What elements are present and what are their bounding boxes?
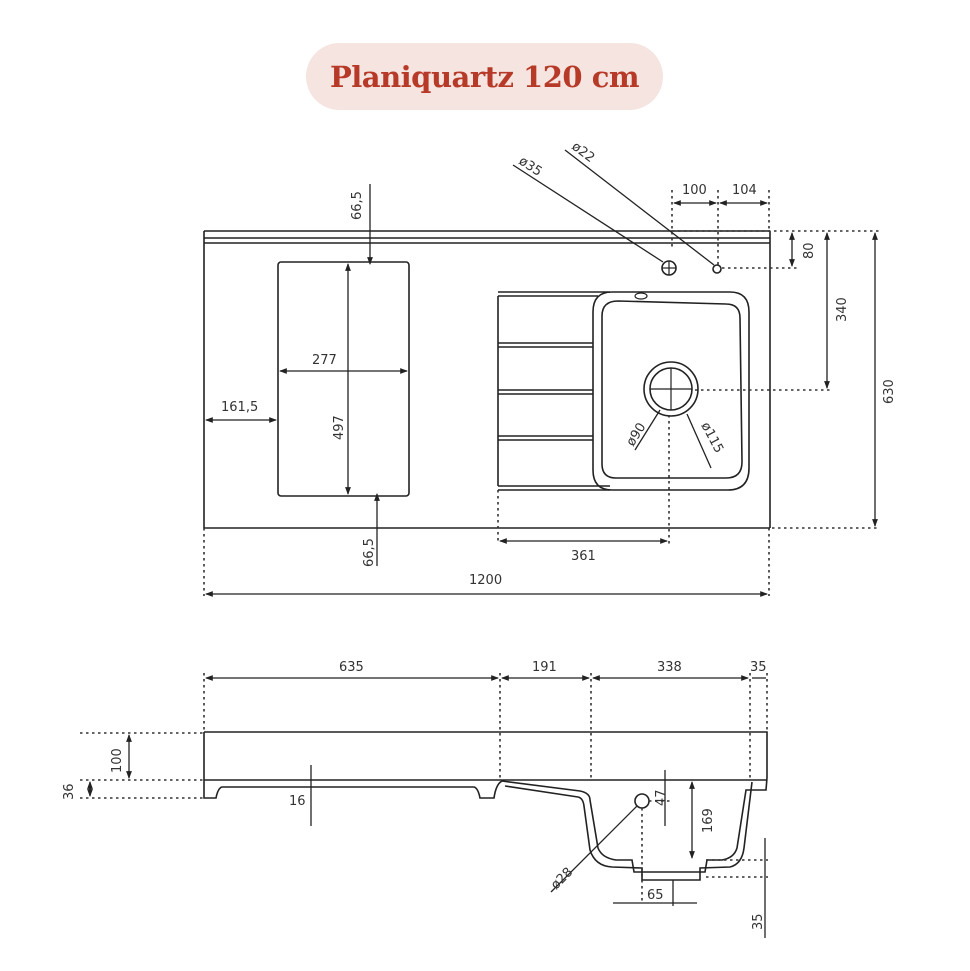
dim-drain-from-back: 340 — [835, 297, 850, 322]
countertop-outline — [203, 230, 771, 529]
top-view: 277 497 161,5 66,5 66,5 — [203, 139, 897, 597]
dim-right-edge: 35 — [750, 660, 767, 675]
dim-cutout-bottom: 66,5 — [362, 538, 377, 567]
dim-drainer-length: 635 — [339, 660, 364, 675]
dim-tap-from-right: 104 — [732, 183, 757, 198]
dim-drain-inner: ø90 — [624, 420, 650, 449]
bowl-profile-outer — [501, 777, 768, 873]
extension-lines — [203, 190, 880, 596]
dim-drain-spigot: 35 — [751, 913, 766, 930]
dim-overall-depth: 630 — [882, 379, 897, 404]
dim-overflow-diameter: ø28 — [548, 865, 576, 893]
dim-overall-width: 1200 — [469, 573, 502, 588]
dim-front-height: 100 — [110, 748, 125, 773]
dim-small-hole: ø22 — [569, 139, 598, 166]
bowl-outer — [592, 291, 750, 491]
drain-outer-circle — [643, 361, 699, 417]
dim-transition-length: 191 — [532, 660, 557, 675]
overflow-hole — [634, 292, 648, 300]
title-badge: Planiquartz 120 cm — [306, 43, 663, 110]
dim-drain-from-drainer: 361 — [571, 549, 596, 564]
cutout-outline — [277, 261, 410, 497]
dim-drain-offset: 65 — [647, 888, 664, 903]
dim-drainer-depth: 16 — [289, 794, 306, 809]
tap-hole-small — [712, 264, 722, 274]
page-title: Planiquartz 120 cm — [329, 59, 640, 94]
bowl-profile-inner — [504, 781, 753, 881]
overflow-circle — [634, 793, 650, 809]
dim-cutout-depth: 497 — [332, 415, 347, 440]
dim-cutout-left: 161,5 — [221, 400, 258, 415]
dim-cutout-top: 66,5 — [350, 191, 365, 220]
dim-bowl-depth: 169 — [701, 808, 716, 833]
drainer-grooves — [497, 291, 610, 491]
dim-tap-spacing: 100 — [682, 183, 707, 198]
dim-drain-outer: ø115 — [697, 420, 726, 456]
dim-overflow-depth: 47 — [654, 789, 669, 806]
side-view: 635 191 338 35 ø28 47 169 65 35 — [62, 660, 768, 938]
dim-bowl-length: 338 — [657, 660, 682, 675]
side-top-edge — [204, 731, 768, 778]
dim-cutout-width: 277 — [312, 353, 337, 368]
drainer-profile — [203, 732, 503, 799]
dim-slab-thickness: 36 — [62, 783, 77, 800]
dim-tap-from-back: 80 — [802, 242, 817, 259]
bowl-inner — [601, 300, 743, 479]
